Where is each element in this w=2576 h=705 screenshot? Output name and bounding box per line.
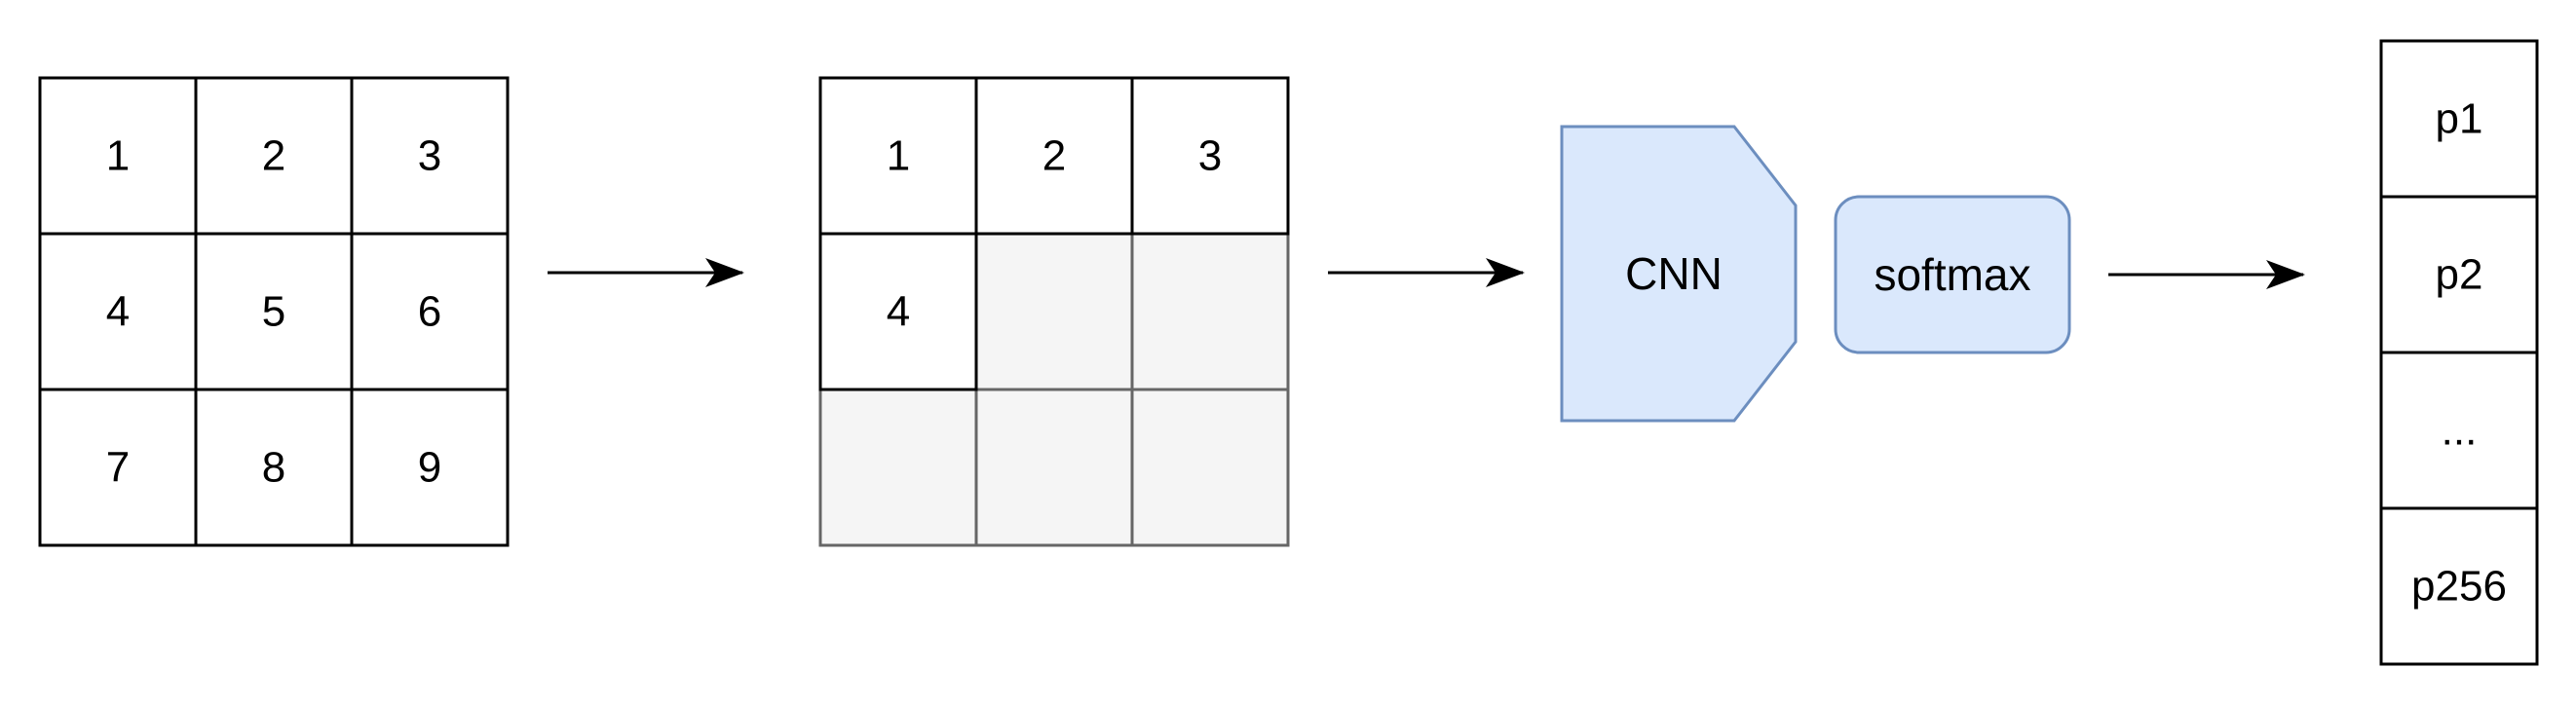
partial-cell-label: 1 (887, 132, 910, 180)
empty-cell (974, 388, 1134, 547)
cnn-label: CNN (1625, 248, 1723, 299)
output-cell (2379, 195, 2539, 354)
input-cell-label: 5 (262, 288, 285, 336)
output-cell-label: p1 (2436, 95, 2483, 143)
input-cell-label: 8 (262, 444, 285, 492)
output-cell-label: ... (2442, 407, 2478, 455)
output-cell-label: p256 (2411, 563, 2507, 611)
input-cell-label: 4 (106, 288, 130, 336)
filled-cell (1130, 76, 1290, 236)
filled-cell (818, 232, 978, 391)
partial-grid: 1 2 3 4 (818, 76, 1290, 547)
input-cell-label: 1 (106, 132, 130, 180)
input-grid: 1 2 3 4 5 6 7 8 9 (38, 76, 510, 547)
empty-cell (1130, 388, 1290, 547)
input-cell-label: 7 (106, 444, 130, 492)
output-vector: p1 p2 ... p256 (2379, 39, 2539, 666)
filled-cell (818, 76, 978, 236)
output-cell (2379, 39, 2539, 199)
empty-cell (1130, 232, 1290, 391)
empty-cell (818, 388, 978, 547)
partial-cell-label: 2 (1042, 132, 1066, 180)
output-cell-label: p2 (2436, 251, 2483, 299)
partial-cell-label: 4 (887, 288, 910, 336)
softmax-block: softmax (1834, 195, 2071, 354)
output-cell (2379, 506, 2539, 666)
softmax-label: softmax (1874, 249, 2030, 300)
input-cell-label: 2 (262, 132, 285, 180)
input-cell-label: 6 (418, 288, 441, 336)
partial-cell-label: 3 (1198, 132, 1222, 180)
empty-cell (974, 232, 1134, 391)
filled-cell (974, 76, 1134, 236)
input-cell-label: 9 (418, 444, 441, 492)
cnn-block: CNN (1560, 125, 1798, 423)
input-cell-label: 3 (418, 132, 441, 180)
output-cell (2379, 351, 2539, 510)
